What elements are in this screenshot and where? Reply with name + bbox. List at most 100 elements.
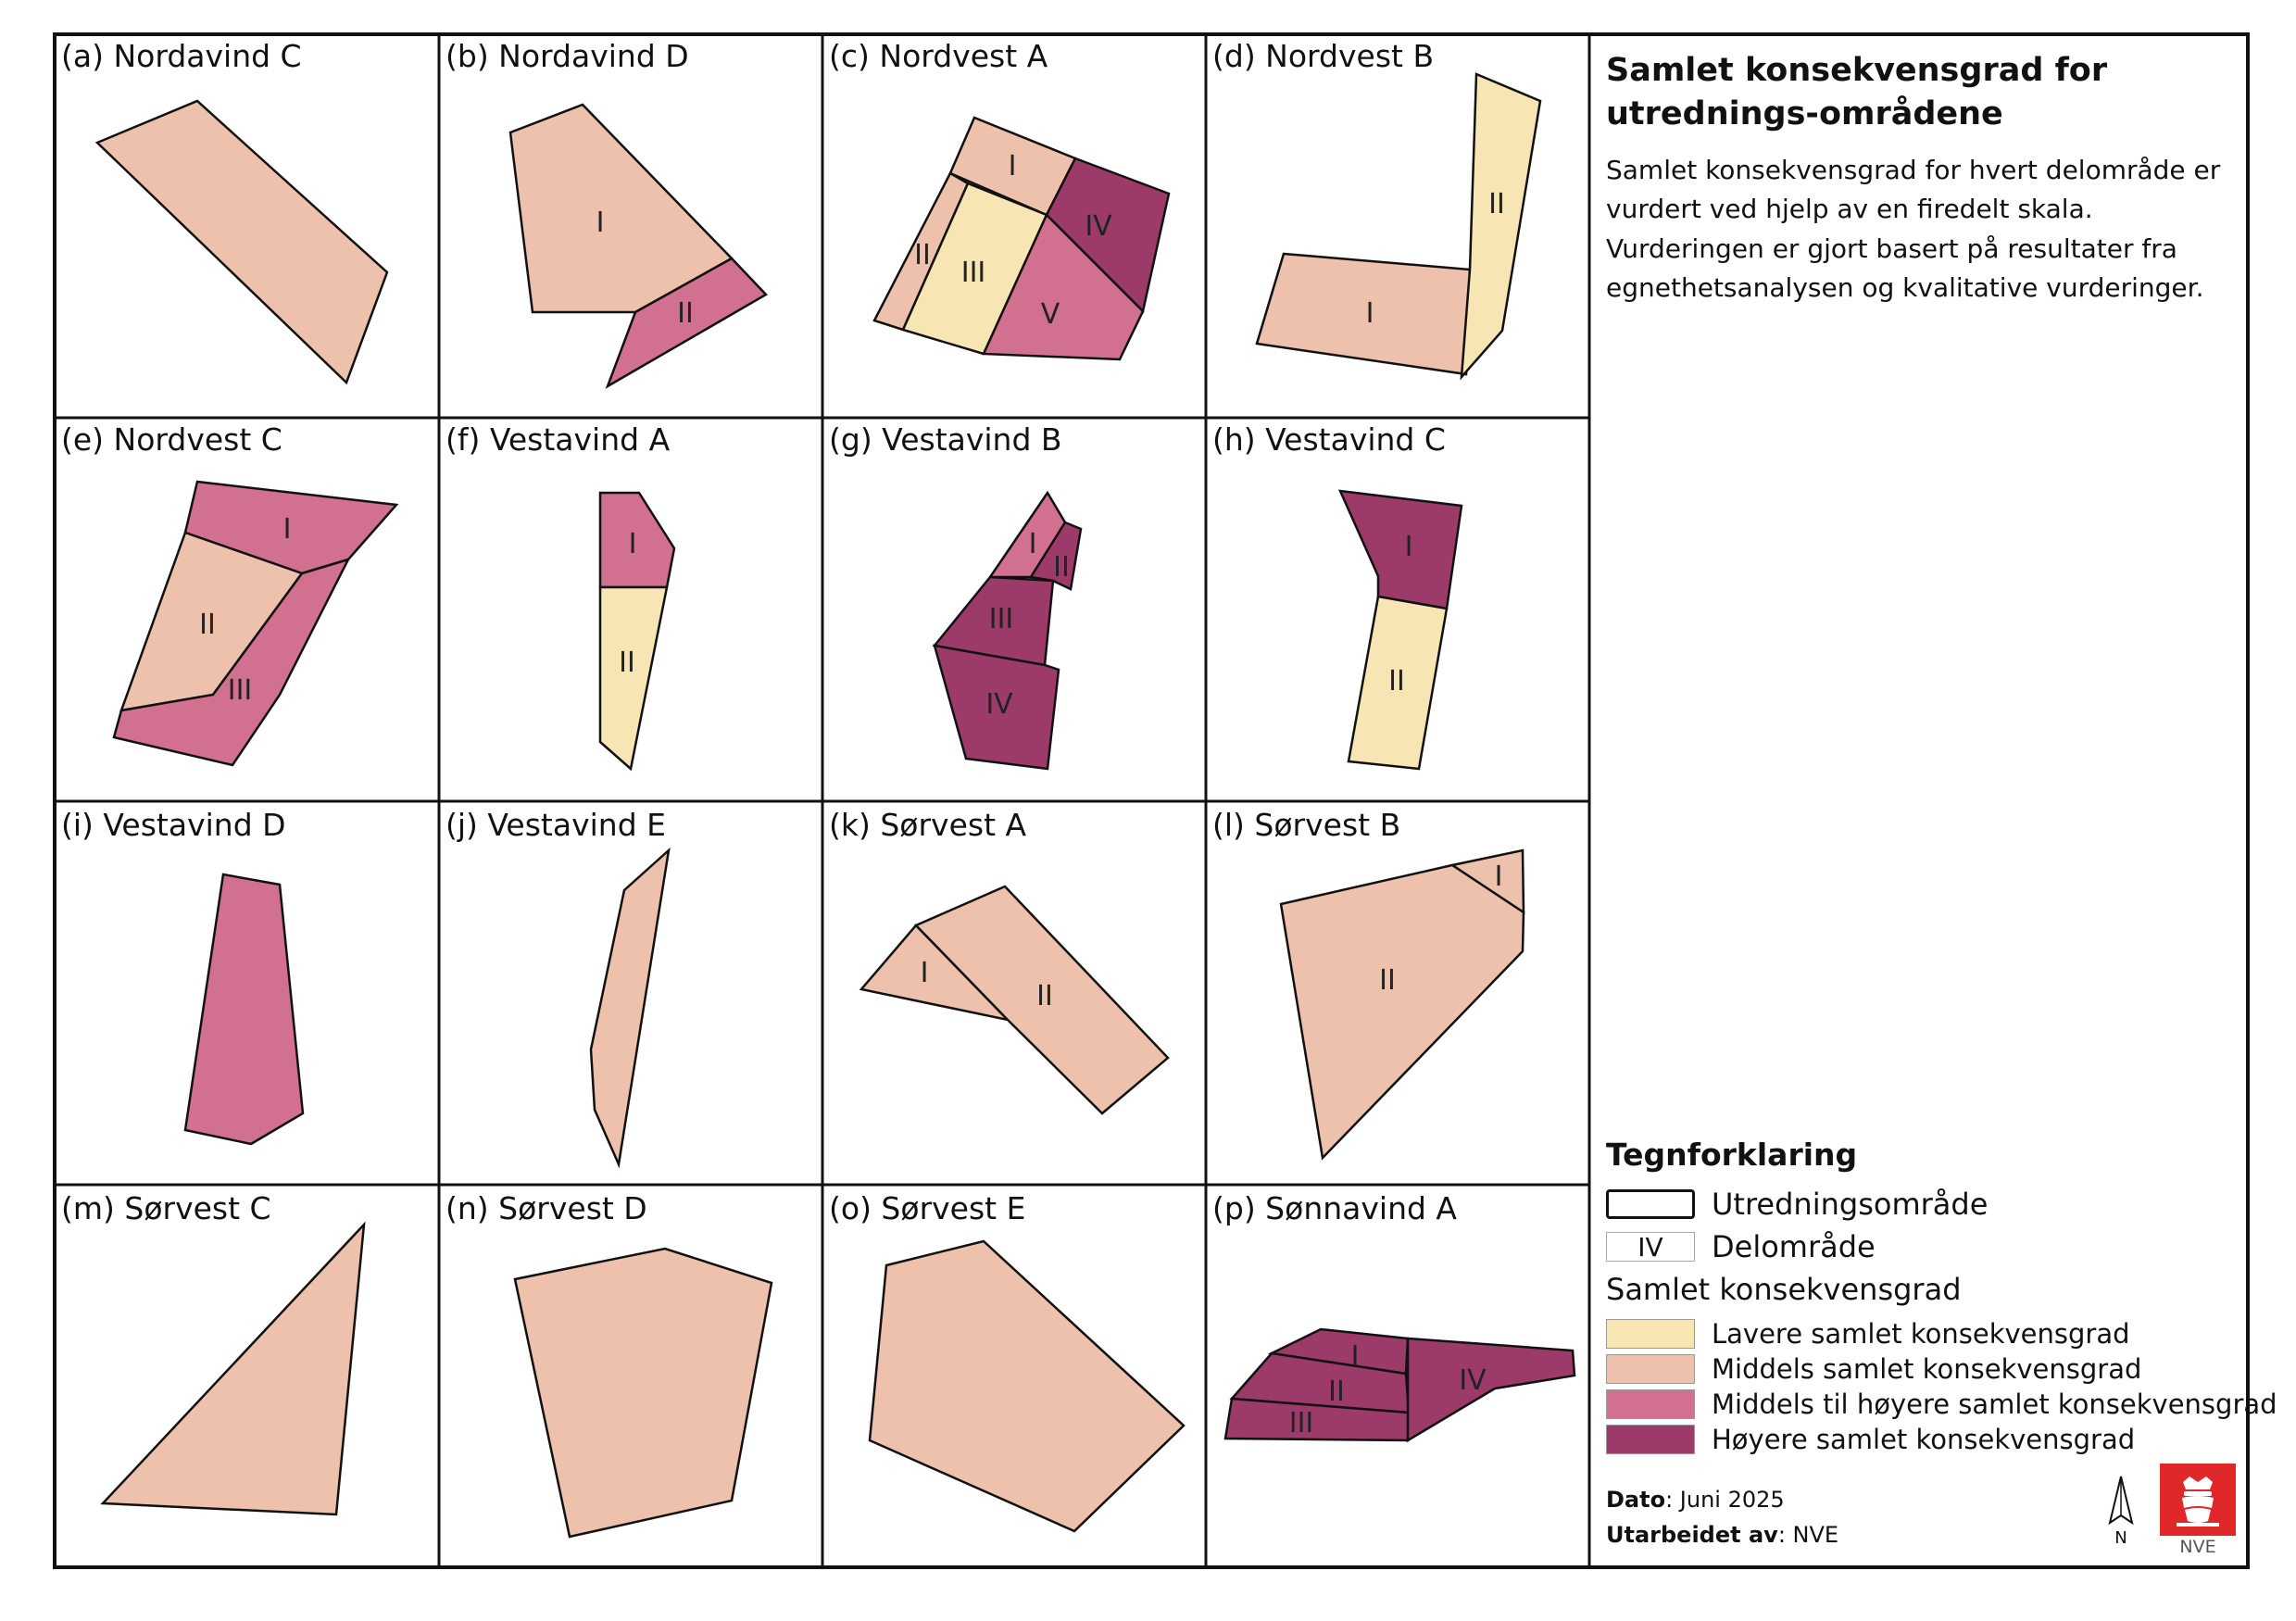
subarea-label: III [961, 257, 986, 289]
subarea-polygon [589, 847, 671, 1169]
legend-item-class: Middels samlet konsekvensgrad [1606, 1351, 2141, 1388]
subarea-label: II [1379, 964, 1396, 997]
area-vestavind-c [1337, 489, 1463, 771]
north-arrow-icon: N [2108, 1476, 2134, 1547]
subarea-label: I [921, 957, 929, 989]
subarea-polygon [1347, 595, 1449, 771]
subarea-polygon [94, 99, 389, 385]
subarea-polygon [112, 557, 351, 767]
swatch-medium-high [1606, 1389, 1695, 1419]
area-nordavind-c [94, 99, 389, 385]
subarea-polygon [513, 1247, 773, 1539]
nve-logo-icon: NVE [2160, 1464, 2236, 1556]
subarea-label: II [1328, 1376, 1345, 1408]
subarea-label: I [596, 207, 605, 239]
swatch-medium [1606, 1354, 1695, 1384]
legend-label: Middels til høyere samlet konsekvensgrad [1712, 1389, 2277, 1420]
subarea-polygon [1460, 72, 1542, 381]
subarea-label: II [1488, 188, 1505, 220]
subarea-polygon [605, 257, 768, 389]
panel-title: (l) Sørvest B [1212, 807, 1400, 843]
subarea-label: I [1366, 297, 1374, 330]
subarea-label: III [989, 603, 1014, 635]
subarea-label: II [1036, 980, 1053, 1012]
area-nordvest-c [112, 480, 399, 767]
subarea-label: IV [985, 688, 1013, 721]
author-value: : NVE [1777, 1522, 1839, 1548]
panel-title: (h) Vestavind C [1212, 421, 1446, 458]
subarea-label: II [1053, 551, 1070, 584]
panel-title: (j) Vestavind E [445, 807, 666, 843]
legend-title: Tegnforklaring [1606, 1137, 1858, 1173]
subarea-polygon [1279, 863, 1525, 1161]
area-nordvest-a [872, 116, 1171, 361]
legend-label: Delområde [1712, 1229, 1876, 1264]
area-sorvest-d [513, 1247, 773, 1539]
author-line: Utarbeidet av: NVE [1606, 1522, 1838, 1548]
subarea-polygon [982, 212, 1145, 361]
subarea-label: V [1041, 298, 1060, 331]
logo-text: NVE [2179, 1537, 2215, 1556]
sidebar: Samlet konsekvensgrad for utrednings-omr… [1591, 32, 2277, 1561]
sidebar-paragraph: Vurderingen er gjort basert på resultate… [1606, 233, 2204, 303]
legend-class-heading: Samlet konsekvensgrad [1606, 1271, 1962, 1308]
area-sonnavind-a [1223, 1327, 1576, 1443]
subarea-polygon [868, 1239, 1186, 1533]
subarea-polygon [1255, 252, 1472, 376]
legend-item-class: Høyere samlet konsekvensgrad [1606, 1421, 2135, 1458]
legend-item-area: Utredningsområde [1606, 1186, 1988, 1223]
subarea-polygon [598, 491, 676, 589]
subarea-polygon [1406, 1337, 1576, 1443]
subarea-polygon [1028, 521, 1083, 591]
legend-item-subarea: IV Delområde [1606, 1228, 1876, 1265]
subarea-label: I [629, 528, 637, 560]
legend-item-class: Middels til høyere samlet konsekvensgrad [1606, 1386, 2277, 1423]
panel-title: (b) Nordavind D [445, 38, 689, 74]
north-label: N [2114, 1528, 2127, 1547]
panel-title: (d) Nordvest B [1212, 38, 1434, 74]
area-vestavind-e [589, 847, 671, 1169]
panel-title: (a) Nordavind C [61, 38, 302, 74]
panel-title: (i) Vestavind D [61, 807, 286, 843]
legend-label: Middels samlet konsekvensgrad [1712, 1353, 2142, 1385]
legend-subheading: Samlet konsekvensgrad [1606, 1272, 1962, 1307]
subarea-polygon [598, 585, 669, 772]
swatch-lower [1606, 1319, 1695, 1349]
legend-item-class: Lavere samlet konsekvensgrad [1606, 1315, 2130, 1352]
subarea-label: II [1388, 665, 1405, 697]
subarea-label: III [228, 674, 253, 707]
panel-title: (k) Sørvest A [829, 807, 1027, 843]
subarea-polygon [183, 873, 305, 1146]
subarea-polygon [1337, 489, 1463, 610]
area-nordvest-b [1255, 72, 1542, 381]
legend-label: Lavere samlet konsekvensgrad [1712, 1318, 2130, 1350]
subarea-polygon [100, 1221, 366, 1516]
area-nordavind-d [508, 103, 768, 389]
subarea-label: I [1495, 861, 1503, 893]
date-line: Dato: Juni 2025 [1606, 1487, 1785, 1513]
panel-title: (p) Sønnavind A [1212, 1190, 1457, 1226]
panel-title: (c) Nordvest A [829, 38, 1048, 74]
subarea-label: I [1029, 528, 1037, 560]
subarea-label: I [283, 513, 292, 546]
subarea-polygon [933, 644, 1060, 771]
subarea-polygon [913, 885, 1170, 1115]
panel-title: (g) Vestavind B [829, 421, 1062, 458]
subarea-label: I [1351, 1340, 1360, 1373]
panel-title: (e) Nordvest C [61, 421, 282, 458]
area-outline-symbol [1606, 1189, 1695, 1219]
panel-title: (m) Sørvest C [61, 1190, 271, 1226]
area-sorvest-e [868, 1239, 1186, 1533]
subarea-symbol: IV [1606, 1232, 1695, 1263]
area-sorvest-c [100, 1221, 366, 1516]
subarea-label: IV [1459, 1364, 1487, 1397]
area-vestavind-d [183, 873, 305, 1146]
subarea-label: II [914, 239, 931, 271]
legend-label: Høyere samlet konsekvensgrad [1712, 1424, 2136, 1455]
subarea-label: II [199, 609, 216, 641]
sidebar-title: Samlet konsekvensgrad for utrednings-omr… [1606, 52, 2108, 132]
subarea-label: IV [1085, 210, 1112, 243]
subarea-label: I [1009, 150, 1017, 182]
panel-title: (o) Sørvest E [829, 1190, 1025, 1226]
